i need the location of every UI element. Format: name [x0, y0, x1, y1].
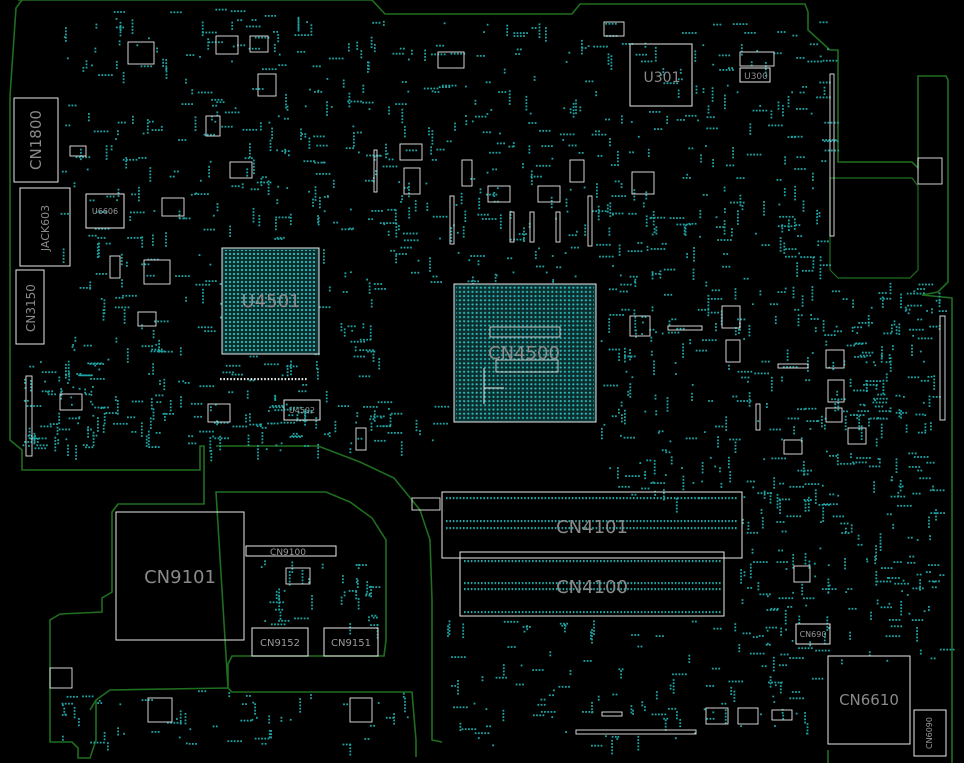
bga-cn4500 [453, 283, 597, 423]
label-u300: U300 [744, 72, 768, 82]
u6606-outline [85, 193, 125, 229]
label-cn4500: CN4500 [488, 343, 560, 364]
label-cn9152: CN9152 [260, 638, 300, 649]
label-cn9101: CN9101 [144, 567, 216, 588]
cn4100-outline [459, 551, 725, 617]
connector-pin-rows [220, 378, 737, 614]
label-cn690: CN690 [800, 630, 827, 639]
pad-field [22, 8, 955, 756]
label-cn4101: CN4101 [556, 517, 628, 538]
component-labels: CN1800 JACK603 CN3150 U4501 CN4500 U301 … [24, 70, 934, 749]
cn3150-outline [15, 269, 45, 345]
label-u4501: U4501 [242, 291, 301, 312]
bga-u4501 [221, 247, 320, 355]
label-u6606: U6606 [92, 207, 118, 216]
u301-outline [629, 43, 693, 107]
board-outline [9, 0, 953, 763]
jack603-outline [19, 187, 71, 267]
label-cn4100: CN4100 [556, 577, 628, 598]
label-cn6090: CN6090 [925, 717, 934, 749]
label-cn3150: CN3150 [24, 284, 38, 332]
cn9100-outline [245, 545, 337, 557]
u300-outline [739, 67, 771, 83]
label-cn1800: CN1800 [27, 110, 45, 170]
cn9101-outline [115, 511, 245, 641]
cn4101-outline [441, 491, 743, 559]
u4502-outline [283, 399, 321, 421]
label-cn9151: CN9151 [331, 638, 371, 649]
label-jack603: JACK603 [39, 205, 52, 252]
cn9151-outline [323, 627, 379, 657]
cn6090-outline [913, 709, 947, 757]
cn1800-outline [13, 97, 59, 183]
label-u4502: U4502 [289, 406, 315, 415]
cn6610-outline [827, 655, 911, 745]
label-u301: U301 [644, 70, 681, 86]
cn9152-outline [251, 627, 309, 657]
label-cn6610: CN6610 [839, 691, 899, 709]
label-cn9100: CN9100 [270, 548, 306, 558]
cn690-outline [795, 623, 831, 645]
small-components [25, 21, 946, 735]
